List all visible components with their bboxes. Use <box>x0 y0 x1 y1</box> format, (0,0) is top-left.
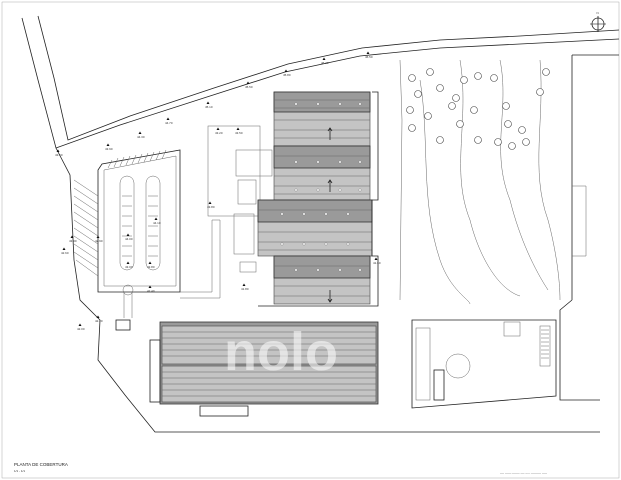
level-mark-label: 43.50 <box>235 131 243 135</box>
north-arrow-icon: N <box>590 11 606 32</box>
level-mark-label: 45.50 <box>245 85 253 89</box>
level-mark-label: 45.10 <box>205 105 213 109</box>
north-label: N <box>597 11 599 15</box>
level-mark-label: 42.20 <box>95 319 103 323</box>
level-mark-icon <box>96 315 100 318</box>
level-mark-label: 44.30 <box>137 135 145 139</box>
level-mark-icon <box>366 51 370 54</box>
warehouse-roof <box>149 321 379 417</box>
main-building-roof <box>257 91 373 305</box>
level-mark-label: 41.80 <box>241 287 249 291</box>
internal-access-road <box>123 219 221 318</box>
level-mark-icon <box>62 247 66 250</box>
level-mark-icon <box>148 285 152 288</box>
level-mark-icon <box>166 117 170 120</box>
level-mark-icon <box>216 127 220 130</box>
level-mark-icon <box>322 57 326 60</box>
main-building-outline <box>258 91 379 307</box>
level-mark-label: 46.20 <box>321 61 329 65</box>
level-mark-label: 44.00 <box>125 237 133 241</box>
level-mark-label: 43.60 <box>55 153 63 157</box>
level-mark-label: 42.40 <box>147 289 155 293</box>
level-mark-icon <box>138 131 142 134</box>
level-marks: 46.50 46.20 45.80 45.50 45.10 44.70 44.30 43.90… <box>55 51 381 331</box>
level-mark-label: 41.60 <box>373 261 381 265</box>
drawing-title: PLANTA DE COBERTURA <box>14 462 68 467</box>
level-mark-label: 42.60 <box>61 251 69 255</box>
level-mark-icon <box>126 261 130 264</box>
level-mark-icon <box>106 143 110 146</box>
level-mark-label: 45.80 <box>283 73 291 77</box>
level-mark-icon <box>96 235 100 238</box>
annex-block <box>207 125 261 217</box>
level-mark-icon <box>70 235 74 238</box>
level-mark-label: 43.80 <box>207 205 215 209</box>
level-mark-icon <box>56 149 60 152</box>
level-mark-icon <box>284 69 288 72</box>
level-mark-label: 42.90 <box>95 239 103 243</box>
level-mark-label: 42.00 <box>77 327 85 331</box>
parking-area <box>73 149 181 293</box>
level-mark-label: 44.10 <box>153 221 161 225</box>
drawing-scale: 1/1 - 1/1 <box>14 469 25 473</box>
gatehouse <box>115 319 131 331</box>
level-mark-label: 42.80 <box>147 265 155 269</box>
level-mark-icon <box>206 101 210 104</box>
level-mark-icon <box>374 257 378 260</box>
right-lower-structure <box>411 319 557 409</box>
level-mark-icon <box>246 81 250 84</box>
terrain-contours <box>399 59 587 305</box>
roundabout <box>122 284 134 296</box>
level-mark-icon <box>208 201 212 204</box>
property-boundary-left <box>55 147 600 433</box>
level-mark-icon <box>242 283 246 286</box>
level-mark-icon <box>236 127 240 130</box>
level-mark-label: 43.30 <box>69 239 77 243</box>
level-mark-label: 43.00 <box>125 265 133 269</box>
level-mark-label: 43.90 <box>105 147 113 151</box>
level-mark-icon <box>78 323 82 326</box>
level-mark-label: 43.20 <box>215 131 223 135</box>
property-boundary-right <box>559 54 619 401</box>
trees <box>406 68 550 150</box>
level-mark-label: 46.50 <box>365 55 373 59</box>
watermark: nolo <box>224 322 338 382</box>
level-mark-icon <box>154 217 158 220</box>
footer-note: ---- ------ -------- ---- ----- --------… <box>500 471 547 475</box>
level-mark-label: 44.70 <box>165 121 173 125</box>
level-mark-icon <box>148 261 152 264</box>
level-mark-icon <box>126 233 130 236</box>
